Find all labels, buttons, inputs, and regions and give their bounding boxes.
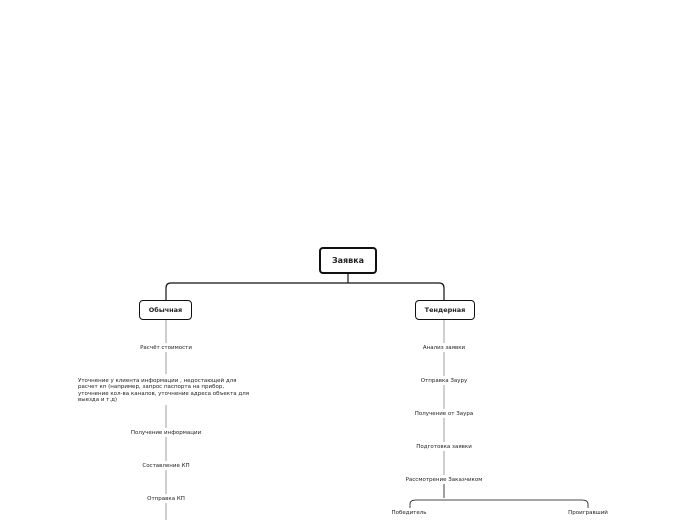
regular-step-receive-info[interactable]: Получение информации	[130, 430, 202, 436]
connector-root-branches	[165, 274, 445, 300]
tender-outcome-loser[interactable]: Проигравший	[568, 510, 608, 516]
branch-node-tender[interactable]: Тендерная	[415, 300, 475, 320]
regular-step-clarify-info[interactable]: Уточнение у клиента информации , недоста…	[78, 378, 250, 404]
tender-step-receive-zaur[interactable]: Получение от Заура	[414, 411, 474, 417]
root-node-label: Заявка	[331, 256, 365, 265]
branch-node-tender-label: Тендерная	[424, 306, 466, 314]
tender-step-customer-review[interactable]: Рассмотрение Заказчиком	[405, 477, 483, 483]
regular-step-cost-calc[interactable]: Расчёт стоимости	[140, 345, 192, 351]
tender-step-send-zaur[interactable]: Отправка Зауру	[420, 378, 468, 384]
branch-node-regular-label: Обычная	[148, 306, 183, 314]
root-node[interactable]: Заявка	[319, 247, 377, 274]
tender-step-analyze[interactable]: Анализ заявки	[422, 345, 466, 351]
regular-step-send-offer[interactable]: Отправка КП	[147, 496, 185, 502]
branch-node-regular[interactable]: Обычная	[139, 300, 192, 320]
connector-outcomes	[409, 484, 589, 508]
tender-outcome-winner[interactable]: Победитель	[391, 510, 427, 516]
tender-step-prepare[interactable]: Подготовка заявки	[416, 444, 472, 450]
regular-step-compose-offer[interactable]: Составление КП	[142, 463, 190, 469]
